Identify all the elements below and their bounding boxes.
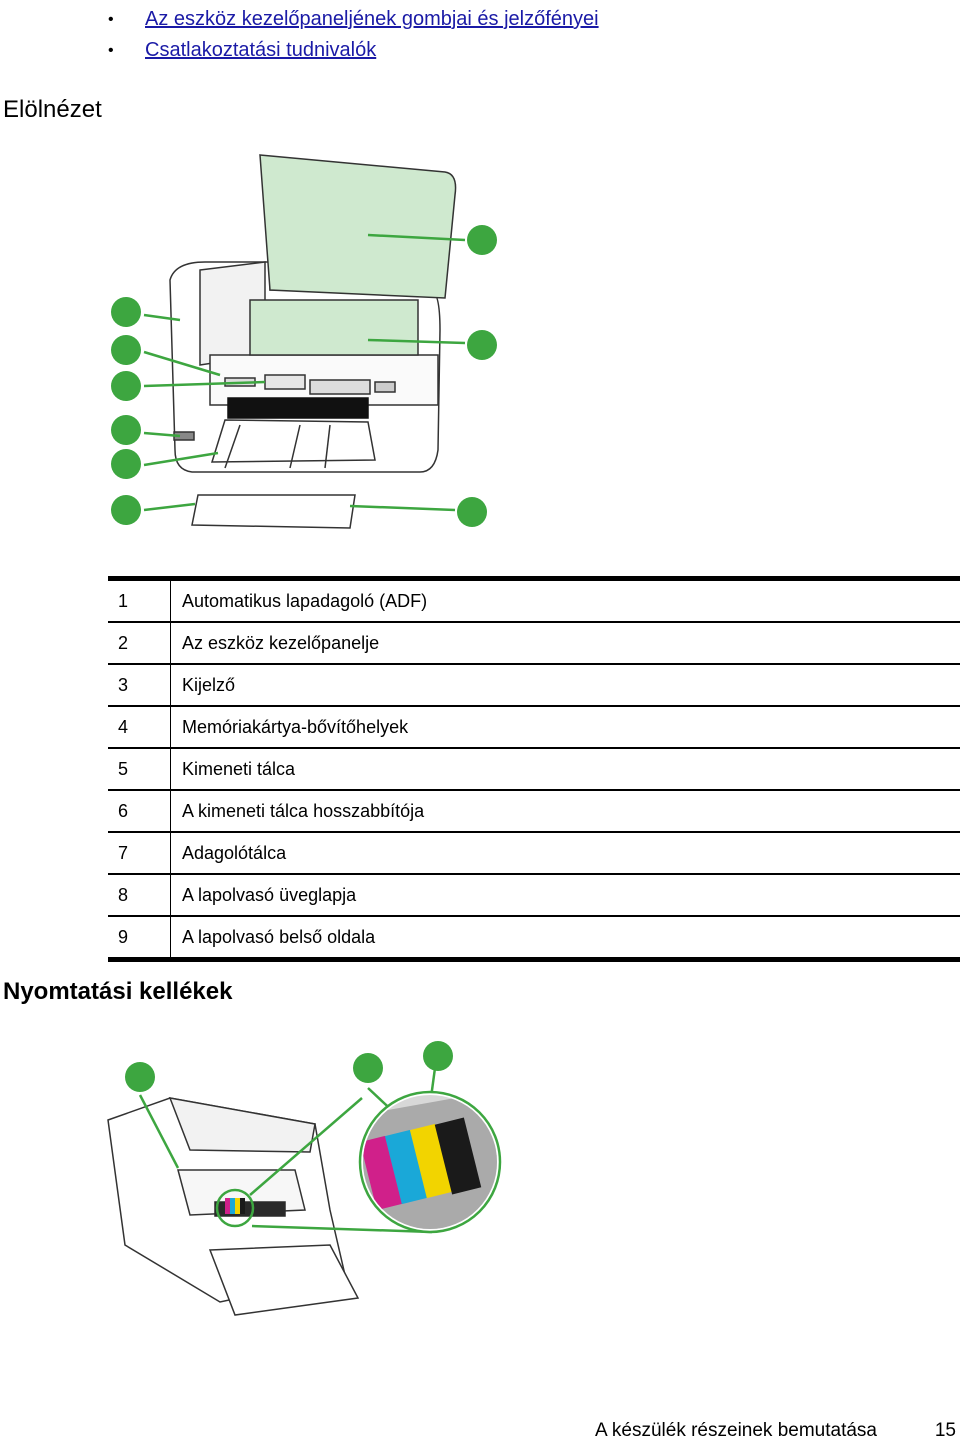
part-label: Memóriakártya-bővítőhelyek	[171, 706, 960, 748]
link-connection-info[interactable]: Csatlakoztatási tudnivalók	[145, 35, 376, 66]
part-label: A kimeneti tálca hosszabbítója	[171, 790, 960, 832]
printer-front-view-illustration	[100, 150, 520, 550]
part-label: A lapolvasó belső oldala	[171, 916, 960, 960]
part-number: 4	[108, 706, 171, 748]
output-tray	[192, 420, 375, 528]
link-control-panel-buttons[interactable]: Az eszköz kezelőpaneljének gombjai és je…	[145, 4, 599, 35]
section-heading-front-view: Elölnézet	[3, 96, 102, 124]
bullet-icon: •	[108, 4, 114, 35]
part-number: 7	[108, 832, 171, 874]
small-cartridges	[225, 1198, 245, 1214]
part-label: Adagolótálca	[171, 832, 960, 874]
printer-supplies-illustration	[100, 1040, 520, 1330]
part-label: Kimeneti tálca	[171, 748, 960, 790]
part-label: A lapolvasó üveglapja	[171, 874, 960, 916]
part-number: 2	[108, 622, 171, 664]
part-number: 9	[108, 916, 171, 960]
page-number: 15	[935, 1420, 956, 1442]
part-number: 6	[108, 790, 171, 832]
callout-markers	[125, 1041, 453, 1092]
cartridge-closeup	[355, 1090, 505, 1240]
part-label: Automatikus lapadagoló (ADF)	[171, 579, 960, 623]
part-number: 3	[108, 664, 171, 706]
part-number: 5	[108, 748, 171, 790]
part-number: 8	[108, 874, 171, 916]
part-number: 1	[108, 579, 171, 623]
footer-chapter-title: A készülék részeinek bemutatása	[595, 1420, 877, 1442]
section-heading-print-supplies: Nyomtatási kellékek	[3, 978, 232, 1006]
part-label: Kijelző	[171, 664, 960, 706]
part-label: Az eszköz kezelőpanelje	[171, 622, 960, 664]
bullet-icon: •	[108, 35, 114, 66]
